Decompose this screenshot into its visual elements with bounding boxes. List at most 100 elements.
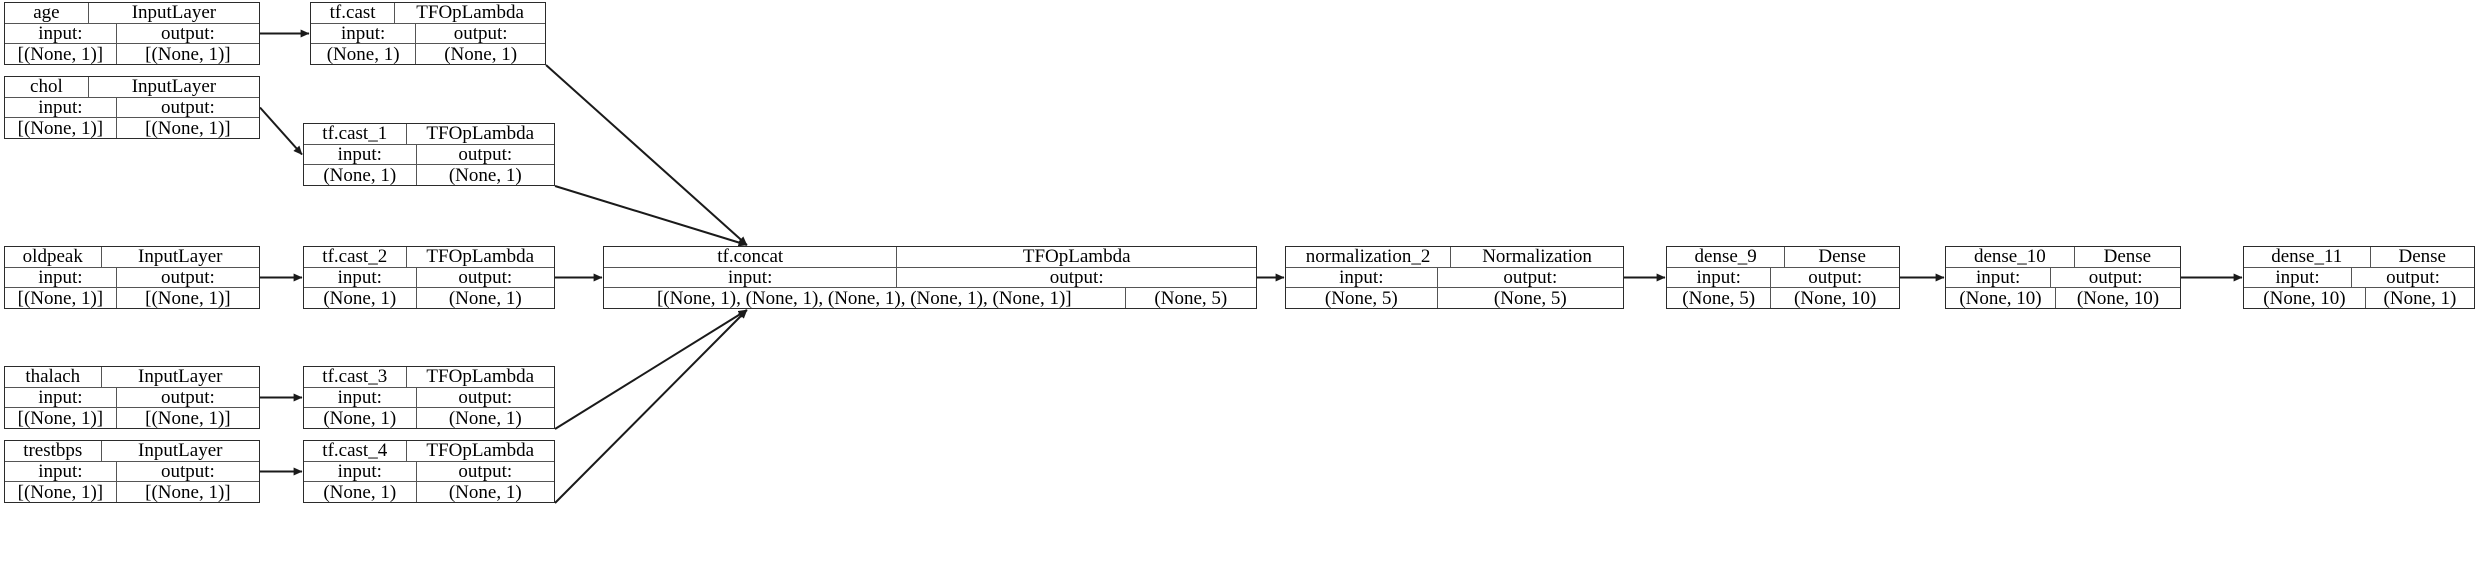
node-header-row: tf.cast_1 TFOpLambda	[304, 124, 554, 145]
node-io-label-row: input:output:	[604, 267, 1256, 289]
edge-cast-to-concat	[545, 64, 748, 246]
node-shape-row: (None, 1)(None, 1)	[304, 408, 554, 429]
node-output-shape: (None, 1)	[448, 288, 522, 309]
node-layer-type: TFOpLambda	[426, 367, 535, 387]
node-input-label: input:	[5, 23, 117, 44]
node-output-shape: (None, 10)	[1794, 288, 1877, 309]
node-output-label: output:	[453, 23, 508, 44]
node-output-shape: (None, 1)	[448, 165, 522, 186]
node-output-label: output:	[2088, 267, 2143, 288]
node-shape-row: (None, 10)(None, 1)	[2244, 288, 2474, 309]
node-layer-type: InputLayer	[131, 77, 217, 97]
node-dense_10[interactable]: dense_10 Dense input: output:(None, 10)(Non…	[1945, 246, 2181, 309]
node-output-shape: (None, 5)	[1493, 288, 1567, 309]
node-layer-name: normalization_2	[1286, 247, 1452, 267]
node-output-label: output:	[458, 387, 513, 408]
node-output-shape: (None, 1)	[448, 408, 522, 429]
node-layer-type: Dense	[2103, 247, 2152, 267]
edge-cast4-to-concat	[554, 309, 748, 504]
node-shape-row: [(None, 1)][(None, 1)]	[5, 288, 259, 309]
node-output-label: output:	[160, 387, 215, 408]
node-output-label: output:	[160, 267, 215, 288]
node-input-shape: [(None, 1), (None, 1), (None, 1), (None,…	[604, 288, 1126, 309]
node-output-shape: (None, 1)	[2383, 288, 2457, 309]
node-output-label: output:	[1503, 267, 1558, 288]
node-input-shape: [(None, 1)]	[5, 482, 117, 503]
node-input-shape: [(None, 1)]	[5, 408, 117, 429]
node-layer-type: TFOpLambda	[426, 247, 535, 267]
node-header-row: dense_10 Dense	[1946, 247, 2180, 268]
node-io-label-row: input:output:	[304, 387, 554, 409]
node-output-label: output:	[458, 267, 513, 288]
node-input-shape: (None, 1)	[304, 165, 417, 186]
node-shape-row: [(None, 1)][(None, 1)]	[5, 44, 259, 65]
node-layer-name: dense_11	[2244, 247, 2371, 267]
node-shape-row: (None, 1)(None, 1)	[311, 44, 545, 65]
edge-chol-to-cast1	[259, 106, 303, 156]
node-layer-type: InputLayer	[131, 3, 217, 23]
node-output-shape: [(None, 1)]	[145, 408, 231, 429]
node-output-shape: (None, 1)	[444, 44, 518, 65]
node-io-label-row: input:output:	[304, 461, 554, 483]
node-layer-type: TFOpLambda	[426, 124, 535, 144]
node-input-label: input:	[1946, 267, 2052, 288]
node-shape-row: [(None, 1)] [(None, 1)]	[5, 482, 259, 503]
node-output-shape: (None, 1)	[448, 482, 522, 503]
node-io-label-row: input: output:	[1946, 267, 2180, 289]
node-input-label: input:	[311, 23, 417, 44]
node-layer-name: tf.concat	[604, 247, 898, 267]
node-input-shape: [(None, 1)]	[5, 44, 117, 65]
node-layer-name: trestbps	[5, 441, 102, 461]
node-io-label-row: input:output:	[5, 387, 259, 409]
node-io-label-row: input:output:	[2244, 267, 2474, 289]
node-shape-row: [(None, 1), (None, 1), (None, 1), (None,…	[604, 288, 1256, 309]
edge-cast3-to-concat	[554, 309, 748, 430]
node-shape-row: (None, 1) (None, 1)	[304, 482, 554, 503]
node-io-label-row: input: output:	[1667, 267, 1899, 289]
node-layer-name: chol	[5, 77, 89, 97]
node-output-label: output:	[1808, 267, 1863, 288]
node-io-label-row: input:output:	[304, 144, 554, 166]
node-header-row: tf.cast_2 TFOpLambda	[304, 247, 554, 268]
node-input-label: input:	[5, 267, 117, 288]
node-layer-name: tf.cast_2	[304, 247, 407, 267]
node-output-shape: (None, 10)	[2076, 288, 2160, 309]
node-shape-row: (None, 10)(None, 10)	[1946, 288, 2180, 309]
node-layer-type: TFOpLambda	[426, 441, 535, 461]
node-input-shape: (None, 1)	[304, 482, 417, 503]
node-input-shape: (None, 5)	[1667, 288, 1772, 309]
node-input-label: input:	[304, 461, 417, 482]
node-input-label: input:	[304, 144, 417, 165]
node-shape-row: (None, 5) (None, 5)	[1286, 288, 1623, 309]
node-layer-type: InputLayer	[138, 367, 223, 387]
node-layer-type: InputLayer	[138, 247, 223, 267]
node-layer-name: dense_10	[1946, 247, 2075, 267]
node-io-label-row: input:output:	[304, 267, 554, 289]
node-layer-name: tf.cast_1	[304, 124, 407, 144]
node-output-shape: [(None, 1)]	[145, 482, 231, 503]
node-shape-row: (None, 1)(None, 1)	[304, 288, 554, 309]
node-layer-type: TFOpLambda	[416, 3, 524, 23]
node-shape-row: [(None, 1)] [(None, 1)]	[5, 408, 259, 429]
node-input-label: input:	[1667, 267, 1772, 288]
node-input-shape: (None, 5)	[1286, 288, 1438, 309]
